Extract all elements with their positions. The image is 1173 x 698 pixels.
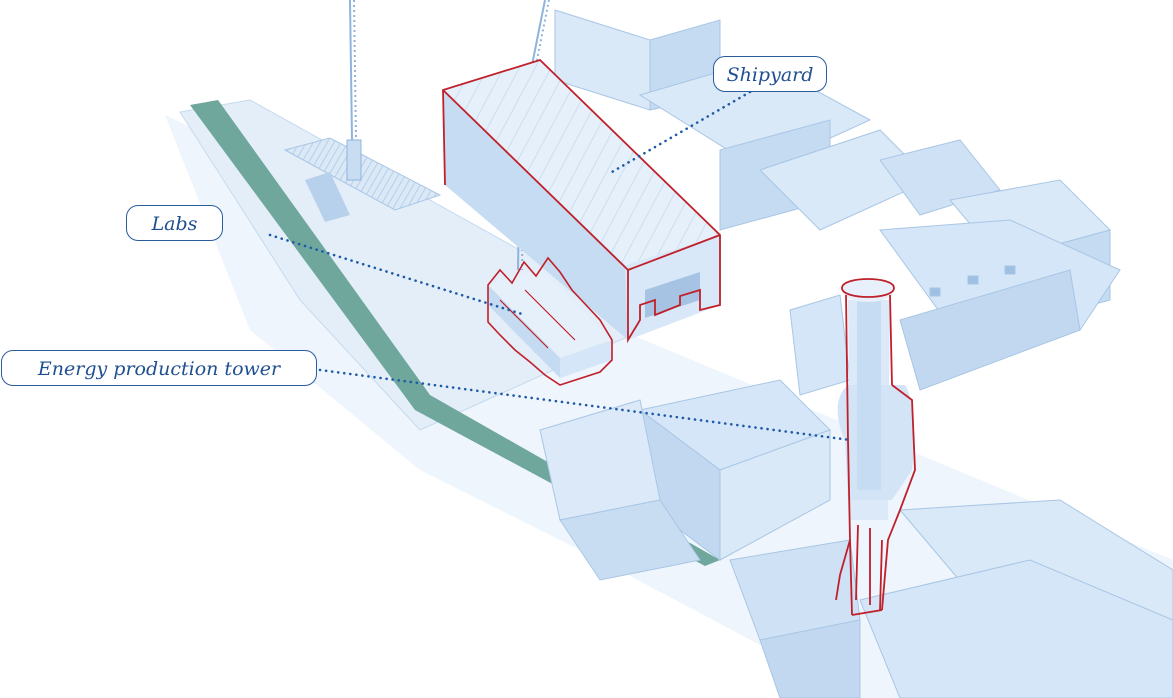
- label-energy-production-tower: Energy production tower: [1, 350, 317, 386]
- label-shipyard: Shipyard: [713, 56, 827, 92]
- tower-crane-left: [350, 0, 356, 140]
- label-labs: Labs: [126, 205, 223, 241]
